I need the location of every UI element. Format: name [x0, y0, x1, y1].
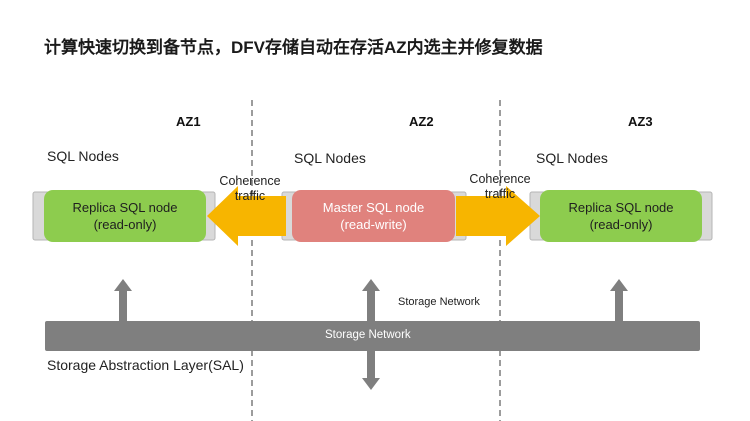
- storage-up-arrow-az3: [610, 279, 628, 321]
- node-title: Replica SQL node: [72, 200, 178, 215]
- sal-label: Storage Abstraction Layer(SAL): [47, 357, 244, 373]
- sql-nodes-label-az3: SQL Nodes: [536, 150, 608, 166]
- az3-label: AZ3: [628, 114, 653, 129]
- node-mode: (read-write): [340, 217, 407, 232]
- coherence-traffic-label-right: Coherence traffic: [462, 172, 538, 202]
- coherence-line1: Coherence: [219, 174, 281, 188]
- master-sql-node-az2: Master SQL node (read-write): [292, 190, 455, 242]
- coherence-line2: traffic: [484, 187, 516, 201]
- replica-sql-node-az3: Replica SQL node (read-only): [540, 190, 702, 242]
- coherence-traffic-label-left: Coherence traffic: [212, 174, 288, 204]
- coherence-line2: traffic: [234, 189, 266, 203]
- storage-up-arrow-az2: [362, 279, 380, 321]
- node-title: Master SQL node: [322, 200, 425, 215]
- node-title: Replica SQL node: [568, 200, 674, 215]
- replica-sql-node-az1: Replica SQL node (read-only): [44, 190, 206, 242]
- coherence-arrow-right: [456, 186, 540, 246]
- coherence-arrow-left: [207, 186, 286, 246]
- sql-nodes-label-az2: SQL Nodes: [294, 150, 366, 166]
- storage-network-label-small: Storage Network: [398, 296, 480, 308]
- coherence-line1: Coherence: [469, 172, 531, 186]
- az2-label: AZ2: [409, 114, 434, 129]
- storage-network-bar: [45, 321, 700, 351]
- storage-down-arrow-az2: [362, 351, 380, 390]
- page-title: 计算快速切换到备节点，DFV存储自动在存活AZ内选主并修复数据: [44, 38, 543, 57]
- az1-label: AZ1: [176, 114, 201, 129]
- storage-network-bar-label: Storage Network: [325, 329, 411, 341]
- storage-up-arrow-az1: [114, 279, 132, 321]
- sql-nodes-label-az1: SQL Nodes: [47, 148, 119, 164]
- node-mode: (read-only): [93, 217, 157, 232]
- node-mode: (read-only): [589, 217, 653, 232]
